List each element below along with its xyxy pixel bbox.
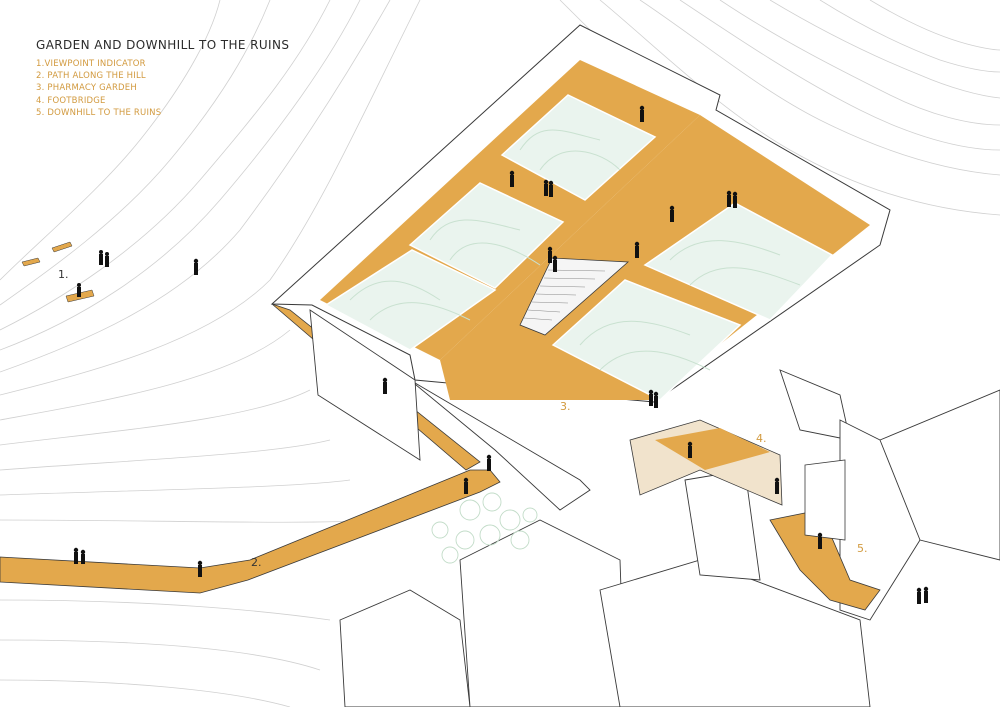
legend-label: PATH ALONG THE HILL: [47, 71, 146, 82]
planting-beds: [324, 94, 834, 401]
retaining-wall: [309, 309, 591, 511]
legend-item: 3. PHARMACY GARDEH: [36, 82, 161, 94]
diagram-title: GARDEN AND DOWNHILL TO THE RUINS: [36, 38, 290, 52]
person: [648, 389, 654, 406]
person: [193, 258, 199, 275]
person: [73, 547, 79, 564]
legend-item: 4. FOOTBRIDGE: [36, 95, 161, 107]
ruins: [339, 369, 1000, 707]
callout-footbridge: 4.: [756, 432, 767, 445]
legend-number: 2.: [36, 71, 45, 82]
trees: [431, 492, 538, 564]
person: [916, 587, 922, 604]
person: [552, 255, 558, 272]
person: [732, 191, 738, 208]
footbridge: [629, 419, 783, 506]
person: [382, 377, 388, 394]
person: [687, 441, 693, 458]
person: [634, 241, 640, 258]
legend-label: DOWNHILL TO THE RUINS: [47, 107, 162, 118]
person: [543, 179, 549, 196]
person: [80, 549, 86, 564]
person: [923, 586, 929, 603]
person: [197, 560, 203, 577]
person: [77, 283, 81, 297]
legend-item: 1.VIEWPOINT INDICATOR: [36, 58, 161, 70]
person: [653, 391, 659, 408]
legend-item: 2. PATH ALONG THE HILL: [36, 70, 161, 82]
callout-downhill: 5.: [857, 542, 868, 555]
person: [726, 190, 732, 207]
callout-pharmacy-garden: 3.: [560, 400, 571, 413]
person: [817, 532, 823, 549]
downhill-stair: [769, 459, 881, 611]
person: [486, 454, 492, 471]
legend-item: 5. DOWNHILL TO THE RUINS: [36, 107, 161, 119]
callout-viewpoint: 1.: [58, 268, 69, 281]
legend-number: 4.: [36, 95, 45, 106]
person: [463, 477, 469, 494]
legend-number: 3.: [36, 83, 45, 94]
people: [73, 105, 929, 604]
legend-number: 5.: [36, 107, 45, 118]
legend-number: 1.: [36, 59, 45, 69]
central-stair: [519, 257, 630, 336]
viewpoint-benches: [21, 241, 95, 303]
person: [99, 250, 103, 265]
callout-hill-path: 2.: [251, 556, 262, 569]
person: [548, 180, 554, 197]
person: [639, 105, 645, 122]
person: [774, 477, 780, 494]
person: [547, 246, 553, 263]
legend: 1.VIEWPOINT INDICATOR 2. PATH ALONG THE …: [36, 58, 161, 119]
person: [509, 170, 515, 187]
legend-label: PHARMACY GARDEH: [47, 83, 137, 94]
legend-label: VIEWPOINT INDICATOR: [44, 59, 146, 69]
bed-leaf-patterns: [349, 129, 801, 371]
person: [105, 252, 109, 267]
legend-label: FOOTBRIDGE: [47, 95, 106, 106]
person: [669, 205, 675, 222]
